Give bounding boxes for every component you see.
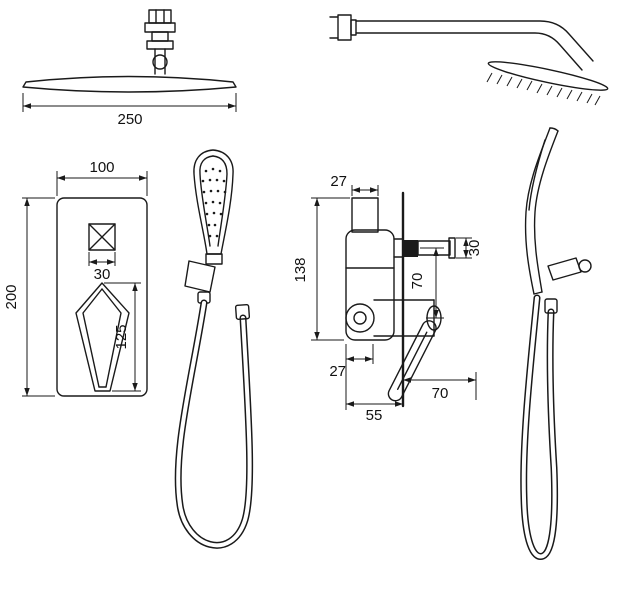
mixer-handle-front <box>75 282 130 392</box>
valve-cartridge <box>345 303 375 333</box>
diverter-box <box>88 223 116 251</box>
dim-outlet-size: 30 <box>466 240 483 257</box>
trim-plate <box>56 197 148 397</box>
shower-hose <box>174 299 254 549</box>
spray-face-dots <box>201 167 227 238</box>
wall-outlet-block <box>404 240 418 257</box>
hand-shower-holder-side <box>547 257 582 281</box>
rain-shower-head-front-view: 250 <box>22 9 237 128</box>
valve-body <box>345 229 395 341</box>
hand-shower-holder <box>184 260 216 293</box>
dim-plate-height: 200 <box>3 284 20 309</box>
mixer-valve-side-view: 27 138 30 70 <box>292 173 483 424</box>
shower-arm-head-side-view <box>329 14 609 106</box>
dim-outlet-drop: 70 <box>409 273 426 290</box>
dim-rain-head-width: 250 <box>117 111 142 128</box>
dim-top-inlet: 27 <box>330 173 347 190</box>
hand-shower-side-view <box>520 127 592 560</box>
shower-head-side-profile <box>487 61 609 91</box>
dim-plate-width: 100 <box>89 159 114 176</box>
dim-bottom-inlet: 27 <box>329 363 346 380</box>
dim-handle-length: 125 <box>113 324 130 349</box>
mixer-trim-front-view: 30 100 200 125 <box>3 159 148 397</box>
dim-diverter-width: 30 <box>94 266 111 283</box>
dim-valve-depth: 55 <box>366 407 383 424</box>
dim-valve-height: 138 <box>292 257 309 282</box>
hand-shower-front-view <box>174 149 254 549</box>
spray-hatch <box>486 72 601 106</box>
rain-shower-head-plate <box>22 75 237 93</box>
dim-handle-reach: 70 <box>432 385 449 402</box>
mixer-lever-side <box>387 320 437 402</box>
